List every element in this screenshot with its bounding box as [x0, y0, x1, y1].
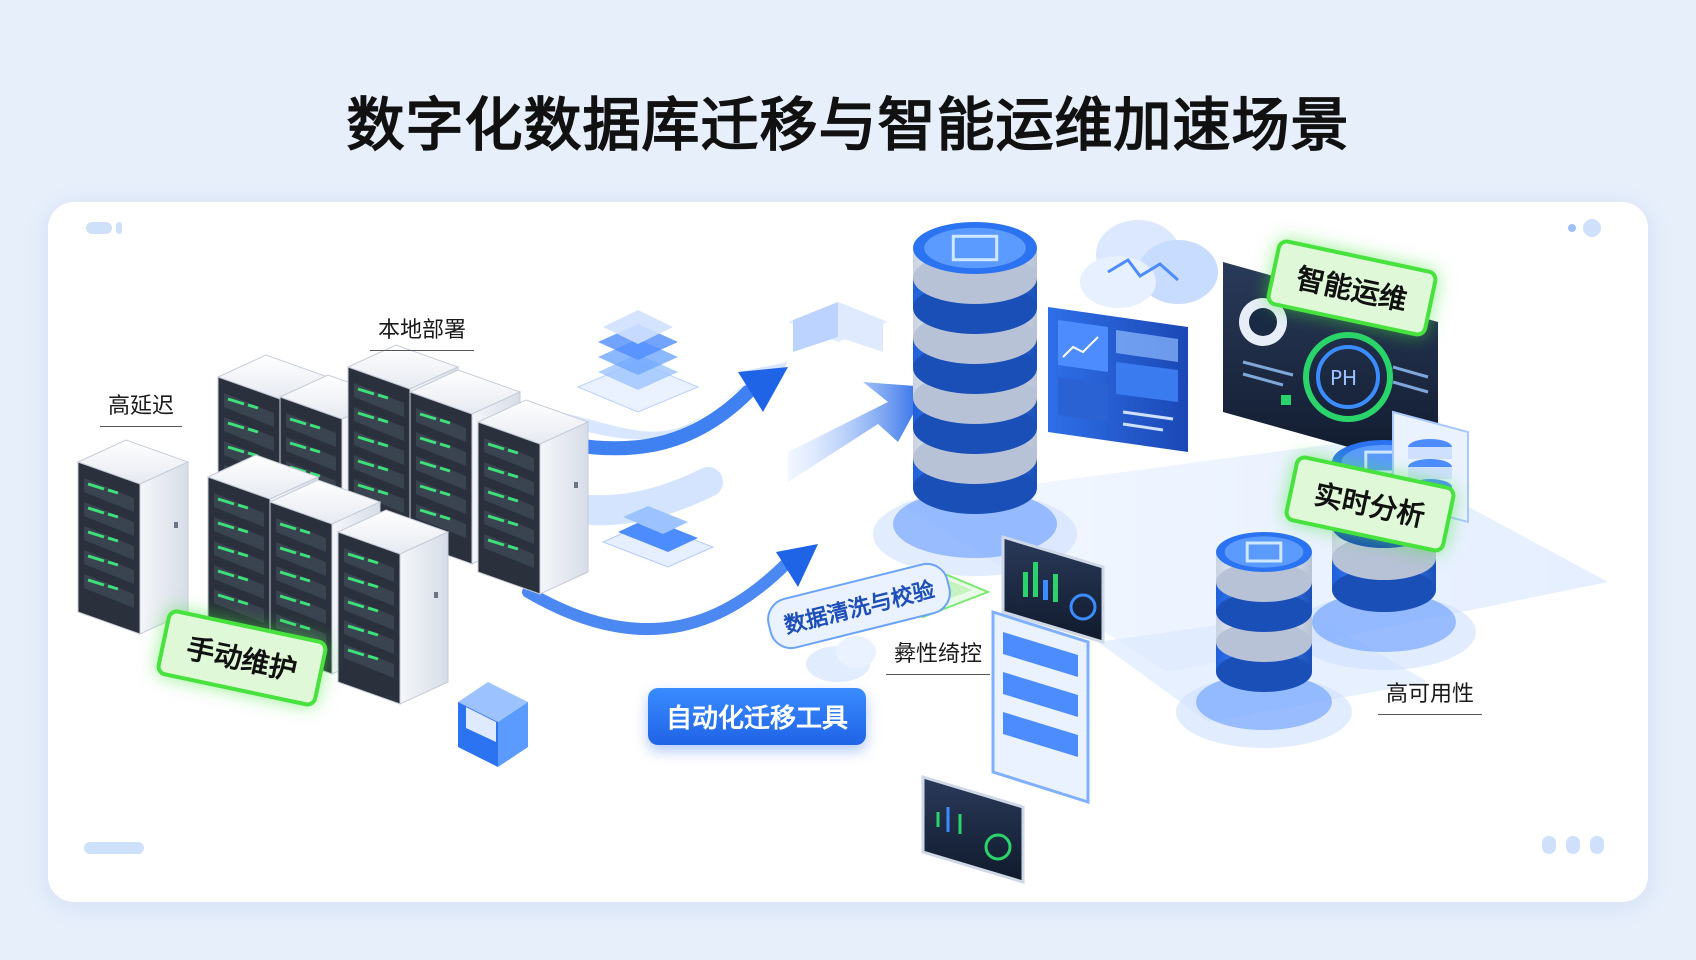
central-database-tower [873, 222, 1077, 576]
folder-box-icon [458, 682, 528, 767]
metrics-screen-top [1001, 534, 1105, 645]
auto-migration-tool-tag: 自动化迁移工具 [648, 688, 867, 745]
gauge-text: PH [1330, 366, 1357, 390]
metrics-screen-bottom [921, 774, 1025, 885]
server-rack [336, 509, 450, 705]
on-premise-server-cluster [76, 344, 590, 705]
corner-decoration-top-right [1568, 219, 1601, 237]
corner-decoration-top-left [86, 222, 122, 234]
elastic-scaling-label: 彜性绮控 [886, 636, 991, 675]
layer-stack-icon [576, 310, 700, 413]
high-availability-label: 高可用性 [1378, 676, 1483, 715]
local-deploy-label: 本地部署 [370, 312, 475, 351]
data-processing-node-icon [601, 506, 715, 568]
cloud-icon [1080, 220, 1218, 308]
cube-cluster-icon [788, 302, 888, 352]
cloud-icon-small [806, 636, 876, 682]
log-list-panel [991, 609, 1090, 805]
corner-decoration-bottom-left [84, 842, 144, 854]
server-rack [76, 439, 190, 635]
page-title: 数字化数据库迁移与智能运维加速场景 [346, 91, 1350, 159]
server-rack [476, 399, 590, 595]
monitoring-dashboard-panel [1048, 307, 1188, 452]
high-latency-label: 高延迟 [100, 388, 183, 427]
diagram-card: PH [48, 202, 1648, 902]
corner-decoration-bottom-right [1542, 836, 1604, 854]
ha-database [1176, 532, 1352, 748]
